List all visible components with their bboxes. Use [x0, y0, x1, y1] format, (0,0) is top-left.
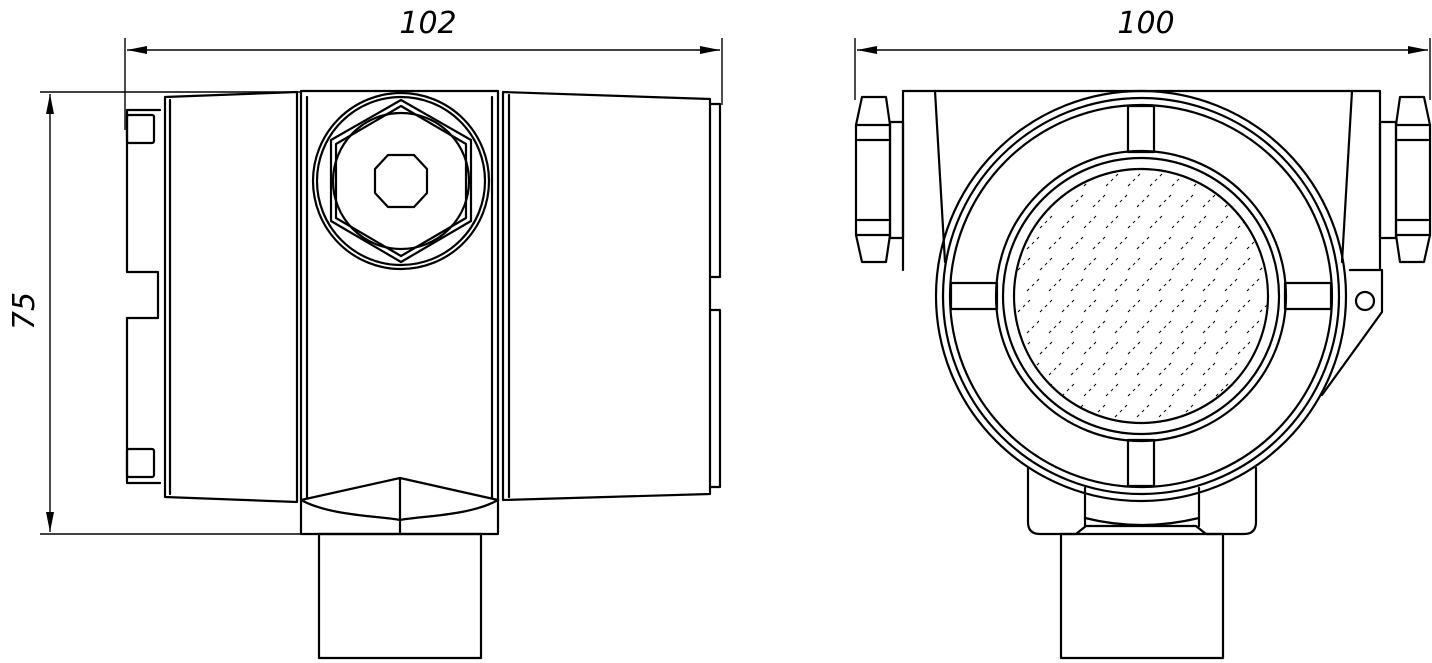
- right-cover: [501, 90, 722, 502]
- left-cover: [125, 90, 299, 504]
- side-view: 102 75: [7, 6, 723, 660]
- dimension-width-100: 100: [854, 6, 1431, 100]
- front-housing-top: [901, 89, 1382, 272]
- dimension-label-102: 102: [399, 6, 456, 41]
- front-view: 100: [854, 6, 1432, 660]
- glass-window: [1017, 173, 1268, 418]
- side-cable-gland: [311, 91, 491, 271]
- dimension-label-75: 75: [7, 292, 42, 330]
- front-right-gland: [1378, 95, 1432, 264]
- front-stem: [1059, 532, 1225, 660]
- cover-ribs: [949, 104, 1333, 488]
- dimension-label-100: 100: [1117, 6, 1174, 41]
- dimension-height-75: 75: [7, 91, 300, 535]
- front-left-gland: [854, 95, 905, 264]
- dimension-width-102: 102: [124, 6, 723, 130]
- earthing-lug: [1320, 268, 1384, 397]
- front-bottom-nut: [1026, 466, 1258, 536]
- side-stem: [317, 532, 483, 660]
